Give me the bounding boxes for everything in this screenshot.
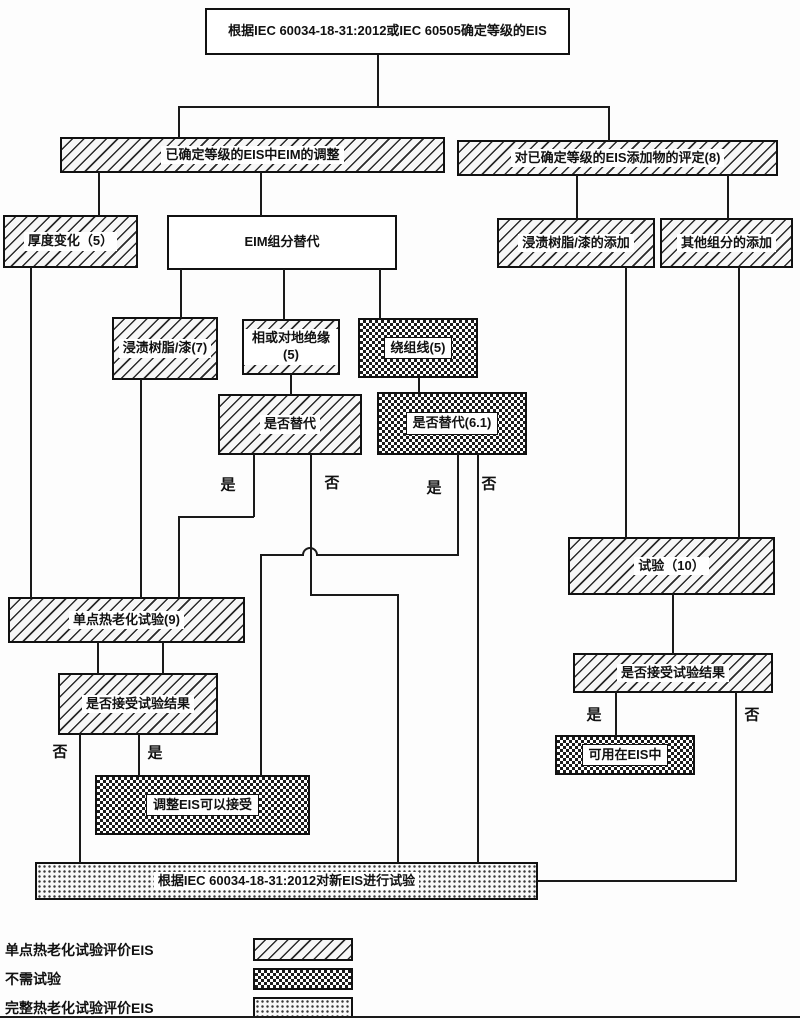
node-new-eis-test: 根据IEC 60034-18-31:2012对新EIS进行试验	[35, 862, 538, 900]
connector-line	[260, 554, 303, 556]
node-label: 单点热老化试验(9)	[69, 610, 184, 630]
node-accept-result-right: 是否接受试验结果	[573, 653, 773, 693]
connector-line	[178, 516, 180, 598]
connector-line	[260, 554, 262, 776]
node-label: 可用在EIS中	[581, 743, 669, 767]
node-label: 其他组分的添加	[676, 233, 776, 253]
node-label: 厚度变化（5）	[23, 232, 118, 251]
connector-line	[138, 734, 140, 776]
node-label: 绕组线(5)	[383, 336, 453, 360]
edge-label-no-accept-left: 否	[52, 743, 68, 761]
connector-line	[615, 692, 617, 736]
node-other-component-addition: 其他组分的添加	[660, 218, 793, 268]
node-classified-eis-root: 根据IEC 60034-18-31:2012或IEC 60505确定等级的EIS	[205, 8, 570, 55]
node-label: 是否接受试验结果	[616, 663, 729, 683]
connector-line	[672, 594, 674, 654]
node-substitute-question-61: 是否替代(6.1)	[377, 392, 527, 455]
edge-label-yes-substitute-61: 是	[426, 479, 442, 497]
node-substitute-question: 是否替代	[218, 394, 362, 455]
connector-line	[178, 106, 180, 138]
node-label: 调整EIS可以接受	[146, 793, 259, 817]
node-single-point-aging-test: 单点热老化试验(9)	[8, 597, 245, 643]
connector-line	[576, 175, 578, 219]
node-label: 对已确定等级的EIS添加物的评定(8)	[510, 148, 725, 168]
legend-swatch-hatch	[253, 938, 353, 961]
node-phase-or-ground-insulation: 相或对地绝缘(5)	[242, 319, 340, 375]
legend-label-single-point-aging: 单点热老化试验评价EIS	[5, 942, 154, 958]
node-usable-in-eis: 可用在EIS中	[555, 735, 695, 775]
node-resin-varnish-addition: 浸渍树脂/漆的添加	[497, 218, 655, 268]
connector-line	[457, 454, 459, 556]
connector-line	[30, 267, 32, 598]
node-winding-wire: 绕组线(5)	[358, 318, 478, 378]
node-label: 浸渍树脂/漆的添加	[518, 233, 634, 253]
connector-line	[377, 55, 379, 108]
connector-line	[735, 692, 737, 882]
node-label: 浸渍树脂/漆(7)	[118, 339, 212, 358]
edge-label-no-substitute-61: 否	[481, 475, 497, 493]
connector-line	[140, 379, 142, 598]
connector-line	[283, 269, 285, 320]
connector-line	[310, 594, 398, 596]
node-label: 相或对地绝缘(5)	[244, 329, 338, 365]
node-eim-component-substitution: EIM组分替代	[167, 215, 397, 270]
node-accept-result-left: 是否接受试验结果	[58, 673, 218, 735]
node-label: 已确定等级的EIS中EIM的调整	[161, 145, 344, 165]
node-label: 是否替代	[259, 415, 320, 434]
connector-line	[260, 172, 262, 216]
connector-line	[178, 516, 254, 518]
connector-line	[608, 106, 610, 141]
edge-label-no-substitute: 否	[324, 474, 340, 492]
connector-line	[97, 642, 99, 674]
edge-label-yes-substitute: 是	[220, 476, 236, 494]
node-eim-adjustment: 已确定等级的EIS中EIM的调整	[60, 137, 445, 173]
node-label: 根据IEC 60034-18-31:2012或IEC 60505确定等级的EIS	[228, 23, 547, 39]
node-impregnating-resin-varnish: 浸渍树脂/漆(7)	[112, 317, 218, 380]
node-additive-evaluation: 对已确定等级的EIS添加物的评定(8)	[457, 140, 778, 176]
node-test-10: 试验（10）	[568, 537, 775, 595]
legend-swatch-dots	[253, 997, 353, 1018]
legend-label-no-test-needed: 不需试验	[5, 971, 61, 987]
connector-line	[98, 172, 100, 216]
connector-line	[310, 454, 312, 596]
node-adjustment-acceptable: 调整EIS可以接受	[95, 775, 310, 835]
connector-line	[418, 377, 420, 393]
node-label: EIM组分替代	[244, 234, 320, 250]
connector-line	[727, 175, 729, 219]
connector-line	[79, 734, 81, 863]
edge-label-no-accept-right: 否	[744, 706, 760, 724]
connector-line	[397, 594, 399, 863]
connector-line	[477, 454, 479, 863]
node-label: 是否接受试验结果	[81, 694, 194, 714]
connector-line	[317, 554, 457, 556]
legend-swatch-checker	[253, 968, 353, 990]
connector-line	[180, 269, 182, 318]
node-label: 根据IEC 60034-18-31:2012对新EIS进行试验	[153, 871, 420, 891]
connector-line	[290, 374, 292, 395]
edge-label-yes-accept-right: 是	[586, 706, 602, 724]
connector-line	[162, 642, 164, 674]
node-label: 试验（10）	[634, 556, 709, 576]
connector-line	[538, 880, 736, 882]
edge-label-yes-accept-left: 是	[147, 744, 163, 762]
connector-line	[253, 454, 255, 517]
legend-label-full-aging: 完整热老化试验评价EIS	[5, 1000, 154, 1016]
connector-line	[738, 267, 740, 538]
connector-line	[178, 106, 610, 108]
connector-line	[379, 269, 381, 319]
connector-line	[625, 267, 627, 538]
node-label: 是否替代(6.1)	[405, 412, 499, 435]
page-bottom-rule	[0, 1016, 800, 1018]
node-thickness-change: 厚度变化（5）	[3, 215, 138, 268]
